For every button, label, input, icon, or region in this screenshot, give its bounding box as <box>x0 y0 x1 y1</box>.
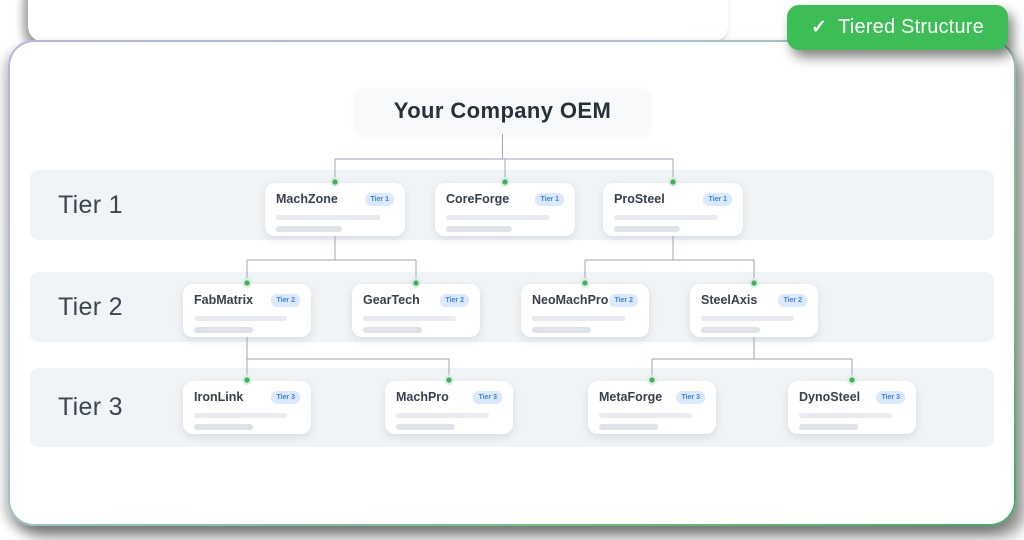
tier-badge: Tier 2 <box>440 293 469 307</box>
tier-badge: Tier 1 <box>535 192 564 206</box>
skeleton-line <box>276 215 380 220</box>
skeleton-line <box>194 316 288 321</box>
tier-badge: Tier 2 <box>609 293 638 307</box>
check-icon: ✓ <box>811 17 828 38</box>
tier-3-label: Tier 3 <box>58 393 123 421</box>
company-name: SteelAxis <box>701 293 758 307</box>
skeleton-line <box>799 413 893 418</box>
company-name: MetaForge <box>599 390 663 404</box>
skeleton-line <box>396 413 490 418</box>
root-company-card[interactable]: Your Company OEM <box>355 88 650 134</box>
company-name: CoreForge <box>446 192 510 206</box>
background-card <box>28 0 728 42</box>
node-card-coreforge[interactable]: CoreForge Tier 1 <box>435 183 575 236</box>
skeleton-line <box>701 327 761 333</box>
tier-badge: Tier 3 <box>676 390 705 404</box>
skeleton-line <box>799 424 859 430</box>
tier-badge: Tier 1 <box>703 192 732 206</box>
diagram: Tier 1 Tier 2 Tier 3 Your Company OEM Ma… <box>10 42 1014 524</box>
node-card-machpro[interactable]: MachPro Tier 3 <box>385 381 513 434</box>
tier-badge: Tier 1 <box>365 192 394 206</box>
skeleton-line <box>396 424 456 430</box>
badge-label: Tiered Structure <box>838 16 984 38</box>
node-card-machzone[interactable]: MachZone Tier 1 <box>265 183 405 236</box>
tier-badge: Tier 2 <box>778 293 807 307</box>
company-name: IronLink <box>194 390 244 404</box>
tier-badge: Tier 3 <box>876 390 905 404</box>
skeleton-line <box>363 316 457 321</box>
node-card-steelaxis[interactable]: SteelAxis Tier 2 <box>690 284 818 337</box>
node-card-prosteel[interactable]: ProSteel Tier 1 <box>603 183 743 236</box>
company-name: DynoSteel <box>799 390 861 404</box>
node-card-geartech[interactable]: GearTech Tier 2 <box>352 284 480 337</box>
company-name: NeoMachPro <box>532 293 609 307</box>
skeleton-line <box>701 316 795 321</box>
skeleton-line <box>363 327 423 333</box>
skeleton-line <box>599 424 659 430</box>
main-panel-frame: Tier 1 Tier 2 Tier 3 Your Company OEM Ma… <box>8 40 1016 526</box>
tier-badge: Tier 2 <box>271 293 300 307</box>
node-card-neomachpro[interactable]: NeoMachPro Tier 2 <box>521 284 649 337</box>
root-company-label: Your Company OEM <box>393 98 612 123</box>
skeleton-line <box>599 413 693 418</box>
tiered-structure-badge[interactable]: ✓ Tiered Structure <box>787 5 1008 50</box>
tier-2-band: Tier 2 <box>30 272 994 342</box>
node-card-dynosteel[interactable]: DynoSteel Tier 3 <box>788 381 916 434</box>
skeleton-line <box>614 215 718 220</box>
tier-badge: Tier 3 <box>271 390 300 404</box>
skeleton-line <box>532 327 592 333</box>
skeleton-line <box>614 226 681 232</box>
tier-badge: Tier 3 <box>473 390 502 404</box>
tier-1-label: Tier 1 <box>58 190 123 219</box>
skeleton-line <box>194 424 254 430</box>
skeleton-line <box>276 226 343 232</box>
skeleton-line <box>194 413 288 418</box>
skeleton-line <box>532 316 626 321</box>
company-name: MachZone <box>276 192 338 206</box>
tier-2-label: Tier 2 <box>58 292 123 321</box>
skeleton-line <box>446 215 550 220</box>
node-card-metaforge[interactable]: MetaForge Tier 3 <box>588 381 716 434</box>
skeleton-line <box>446 226 513 232</box>
skeleton-line <box>194 327 254 333</box>
company-name: ProSteel <box>614 192 665 206</box>
company-name: MachPro <box>396 390 449 404</box>
company-name: GearTech <box>363 293 420 307</box>
company-name: FabMatrix <box>194 293 254 307</box>
node-card-fabmatrix[interactable]: FabMatrix Tier 2 <box>183 284 311 337</box>
node-card-ironlink[interactable]: IronLink Tier 3 <box>183 381 311 434</box>
